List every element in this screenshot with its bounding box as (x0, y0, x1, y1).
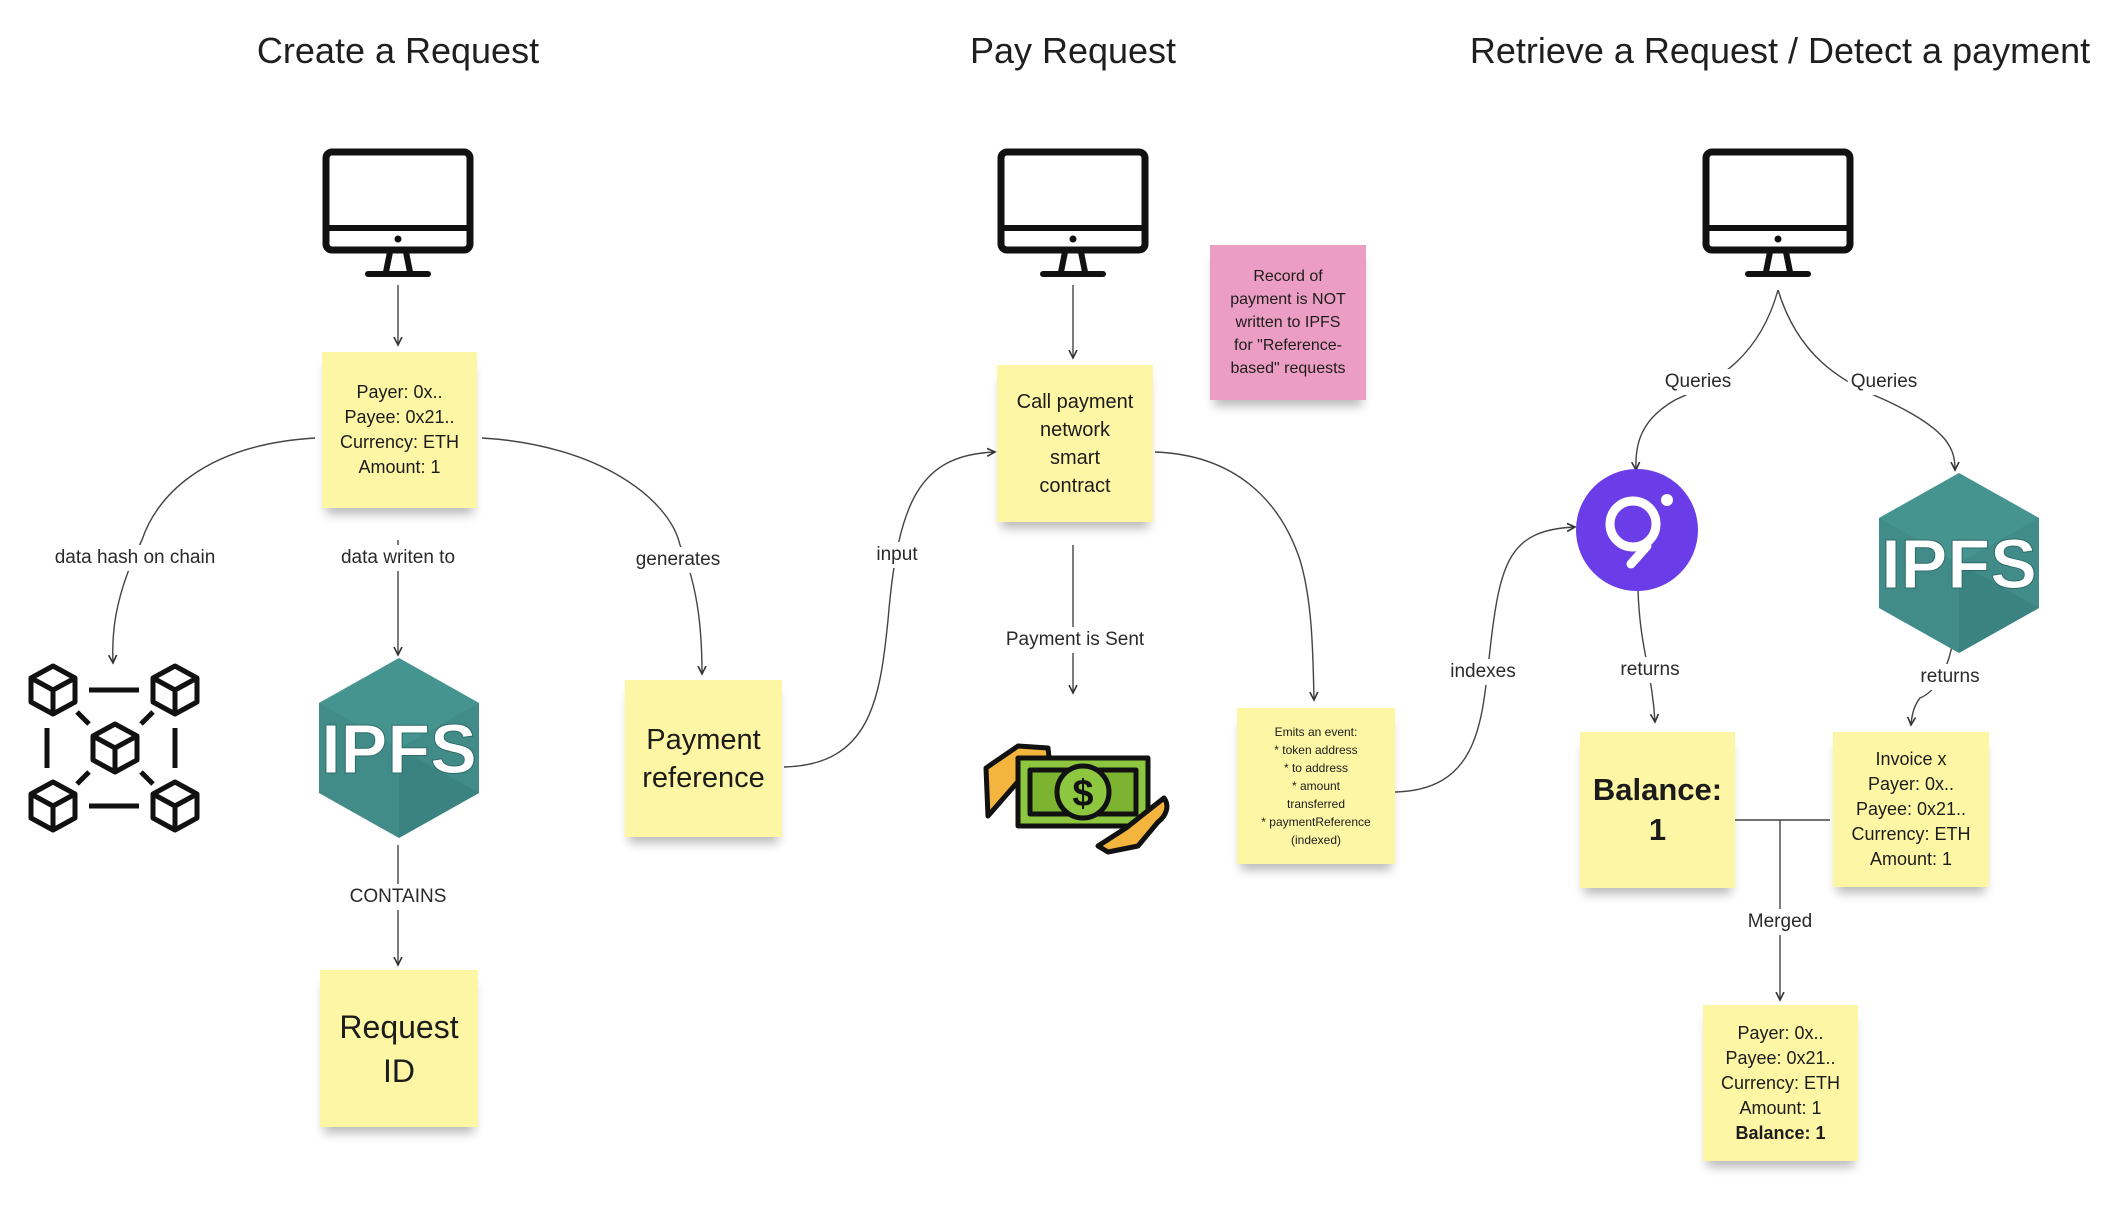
sticky-merged-result: Payer: 0x.. Payee: 0x21.. Currency: ETH … (1703, 1005, 1858, 1161)
label-payment-sent: Payment is Sent (1002, 627, 1148, 653)
heading-pay-request: Pay Request (969, 30, 1177, 71)
cube-icon (28, 779, 78, 833)
edge-returns-right (1911, 639, 1954, 725)
cube-icon (150, 663, 200, 717)
label-queries-right: Queries (1847, 369, 1921, 395)
label-returns-right: returns (1917, 664, 1983, 690)
edge-input (783, 452, 995, 768)
label-data-written: data writen to (337, 545, 459, 571)
edge-contract-to-event (1154, 451, 1314, 700)
cube-icon (28, 663, 78, 717)
svg-text:$: $ (1072, 773, 1093, 815)
edge-returns-left (1637, 589, 1655, 722)
sticky-request-fields: Payer: 0x.. Payee: 0x21.. Currency: ETH … (322, 352, 477, 508)
cube-icon (90, 721, 140, 775)
label-merged: Merged (1744, 909, 1816, 935)
svg-text:IPFS: IPFS (1881, 525, 2037, 603)
sticky-ipfs-warning: Record of payment is NOT written to IPFS… (1210, 245, 1366, 400)
edge-data-hash (113, 437, 316, 663)
monitor-icon (322, 148, 474, 277)
sticky-payment-reference: Payment reference (625, 680, 782, 837)
sticky-call-contract: Call payment network smart contract (997, 365, 1153, 522)
ipfs-logo: IPFS (1879, 473, 2039, 653)
monitor-icon (997, 148, 1149, 277)
sticky-invoice: Invoice x Payer: 0x.. Payee: 0x21.. Curr… (1833, 732, 1989, 887)
heading-create-request: Create a Request (256, 30, 540, 71)
edge-indexes (1394, 527, 1575, 793)
edge-generates (481, 437, 702, 674)
label-input: input (873, 542, 921, 568)
sticky-request-id: Request ID (320, 970, 478, 1127)
cash-payment-icon: $ (983, 743, 1170, 855)
cube-icon (150, 779, 200, 833)
sticky-balance: Balance: 1 (1580, 732, 1735, 888)
edge-queries-left (1636, 289, 1779, 470)
the-graph-logo (1576, 469, 1698, 591)
heading-retrieve-request: Retrieve a Request / Detect a payment (1469, 30, 2091, 71)
label-indexes: indexes (1447, 659, 1519, 685)
label-queries-left: Queries (1661, 369, 1735, 395)
monitor-icon (1702, 148, 1854, 277)
ipfs-logo: IPFS (319, 658, 479, 838)
blockchain-icon (28, 663, 200, 833)
edge-queries-right (1777, 289, 1955, 470)
label-generates: generates (632, 547, 724, 573)
label-data-hash: data hash on chain (51, 545, 219, 571)
svg-text:IPFS: IPFS (321, 710, 477, 788)
label-returns-left: returns (1617, 657, 1683, 683)
label-contains: CONTAINS (346, 884, 450, 910)
sticky-event: Emits an event: * token address * to add… (1237, 708, 1395, 864)
